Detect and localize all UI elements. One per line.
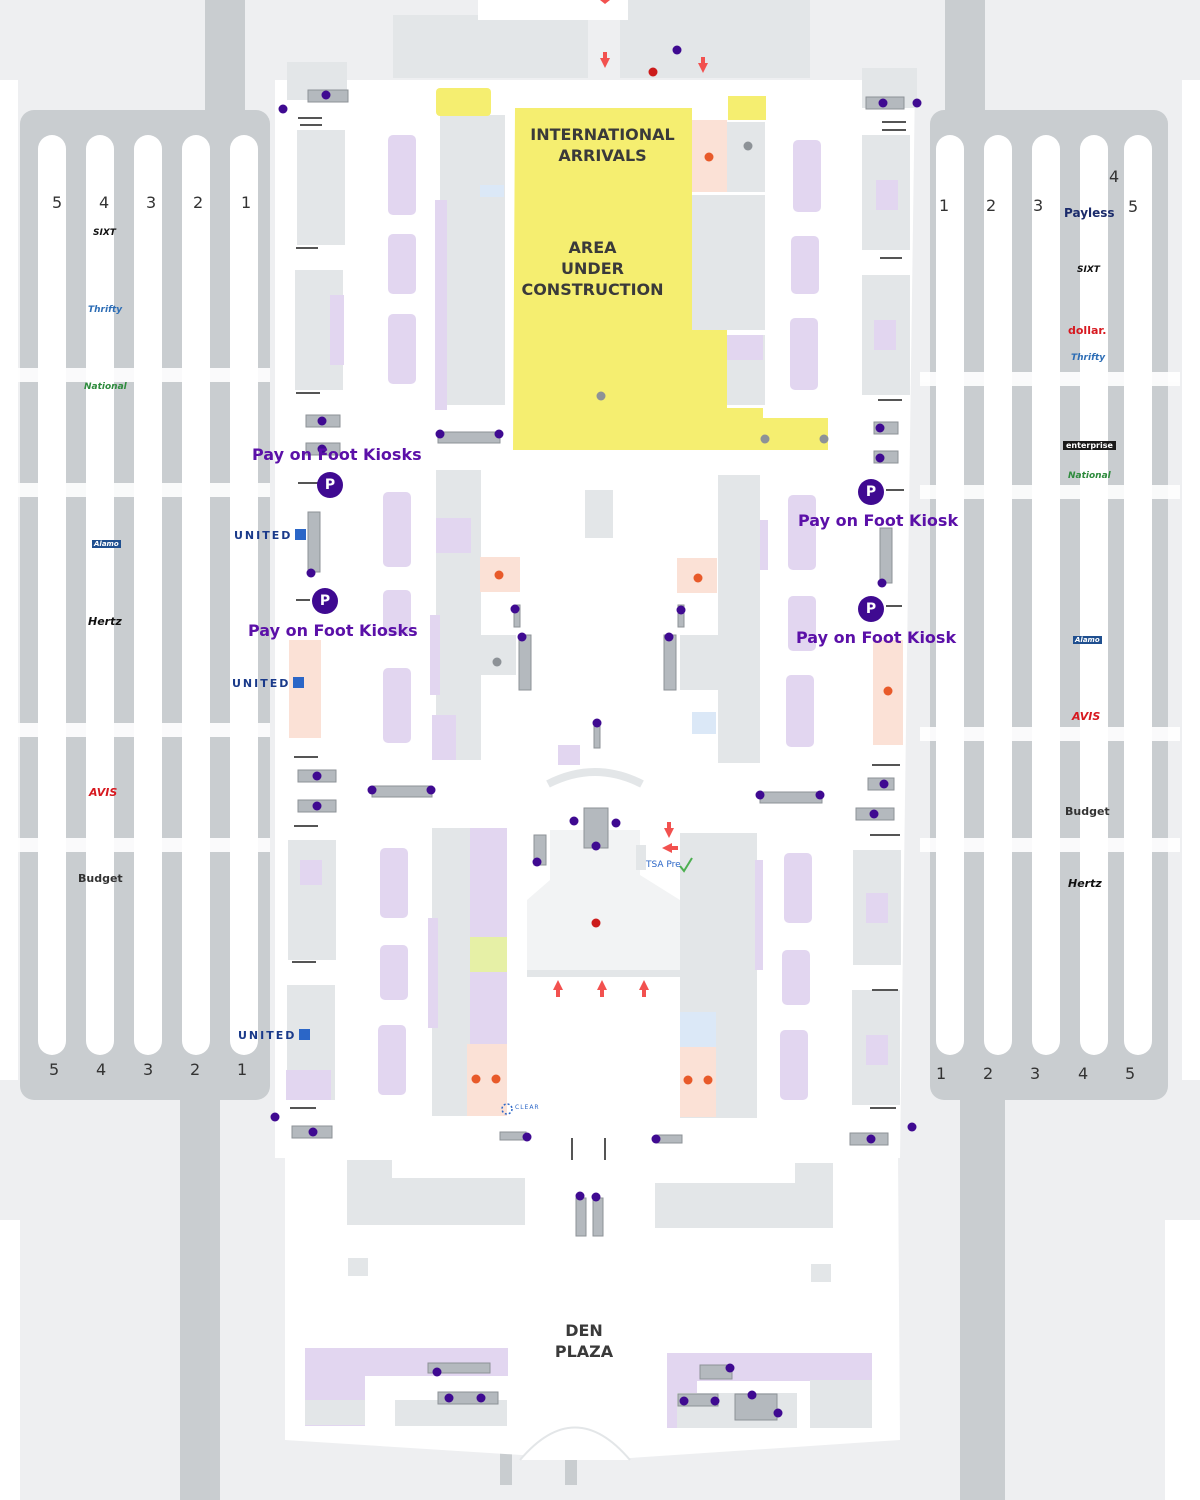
united-logo-icon: UNITED [234, 529, 307, 542]
national-logo: National [1068, 471, 1111, 481]
row-number: 5 [52, 193, 63, 212]
sixt-logo: SIXT [93, 228, 116, 238]
international-arrivals-label: INTERNATIONAL ARRIVALS [530, 125, 675, 165]
left-stack-blocks [287, 62, 347, 1100]
row-number: 1 [936, 1064, 947, 1083]
united-logo-icon: UNITED [238, 1029, 311, 1042]
payless-logo: Payless [1064, 206, 1115, 220]
row-number: 2 [190, 1060, 201, 1079]
restroom-dots [471, 152, 893, 1085]
left-garage-lanes [38, 135, 258, 1055]
enterprise-logo: enterprise [1063, 441, 1116, 450]
parking-icon[interactable]: P [858, 479, 884, 505]
hertz-logo: Hertz [1068, 877, 1102, 890]
top-building-left [393, 15, 588, 78]
sixt-logo: SIXT [1077, 265, 1100, 275]
row-number: 3 [146, 193, 157, 212]
row-number: 3 [1030, 1064, 1041, 1083]
center-blocks [428, 115, 768, 1118]
row-number: 1 [241, 193, 252, 212]
security-area [527, 768, 680, 977]
outer-lot-left [0, 80, 18, 1080]
thrifty-logo: Thrifty [88, 305, 123, 315]
row-number: 5 [1128, 197, 1139, 216]
row-number: 5 [1125, 1064, 1136, 1083]
alamo-logo: Alamo [1073, 636, 1102, 644]
alamo-logo: Alamo [92, 540, 121, 548]
row-number: 4 [96, 1060, 107, 1079]
info-dots [591, 67, 658, 928]
row-number: 2 [983, 1064, 994, 1083]
budget-logo: Budget [1065, 805, 1110, 818]
parking-icon[interactable]: P [858, 596, 884, 622]
row-number: 3 [1033, 196, 1044, 215]
tsa-precheck-label: TSA Pre [646, 860, 681, 870]
top-walkway [478, 0, 628, 20]
den-plaza-label: DEN PLAZA [554, 1321, 614, 1361]
national-logo: National [84, 382, 127, 392]
pay-kiosk-label-left-bottom[interactable]: Pay on Foot Kiosks [248, 621, 418, 640]
hertz-logo: Hertz [88, 615, 122, 628]
united-logo-icon: UNITED [232, 677, 305, 690]
den-plaza-floor [285, 1158, 900, 1460]
row-number: 4 [99, 193, 110, 212]
row-number: 3 [143, 1060, 154, 1079]
right-garage-lanes [936, 135, 1152, 1055]
outer-lot-right-bottom [1165, 1220, 1200, 1500]
pay-kiosk-label-left-top[interactable]: Pay on Foot Kiosks [252, 445, 422, 464]
left-stack-lavender [286, 295, 344, 1100]
construction-label: AREA UNDER CONSTRUCTION [521, 238, 664, 299]
avis-logo: AVIS [89, 786, 118, 799]
outer-lot-right [1182, 80, 1200, 1080]
row-number: 5 [49, 1060, 60, 1079]
clear-icon [501, 1103, 513, 1115]
right-stack-lavender [866, 180, 898, 1065]
crosswalks [10, 368, 1180, 852]
row-number: 2 [193, 193, 204, 212]
pay-kiosk-label-right-bottom[interactable]: Pay on Foot Kiosk [796, 628, 957, 647]
parking-icon[interactable]: P [312, 588, 338, 614]
row-number: 2 [986, 196, 997, 215]
dollar-logo: dollar. [1068, 324, 1107, 337]
row-number: 4 [1078, 1064, 1089, 1083]
construction-area [436, 88, 828, 450]
grey-dots [492, 141, 829, 667]
elevator-dots [270, 45, 922, 1418]
arrow-icons [553, 0, 708, 997]
lavender-columns [378, 135, 821, 1100]
budget-logo: Budget [78, 872, 123, 885]
clear-label: CLEAR [515, 1104, 540, 1111]
outer-lot-left-bottom [0, 1220, 20, 1500]
row-number: 1 [939, 196, 950, 215]
row-number: 4 [1109, 167, 1120, 186]
thrifty-logo: Thrifty [1071, 353, 1106, 363]
parking-icon[interactable]: P [317, 472, 343, 498]
tsa-check-icon [679, 857, 693, 873]
walkway-ticks [290, 117, 906, 1160]
top-building-right [620, 0, 810, 78]
row-number: 1 [237, 1060, 248, 1079]
avis-logo: AVIS [1072, 710, 1101, 723]
right-stack-blocks [852, 68, 917, 1105]
left-peach-block [289, 640, 321, 738]
pay-kiosk-label-right-top[interactable]: Pay on Foot Kiosk [798, 511, 959, 530]
